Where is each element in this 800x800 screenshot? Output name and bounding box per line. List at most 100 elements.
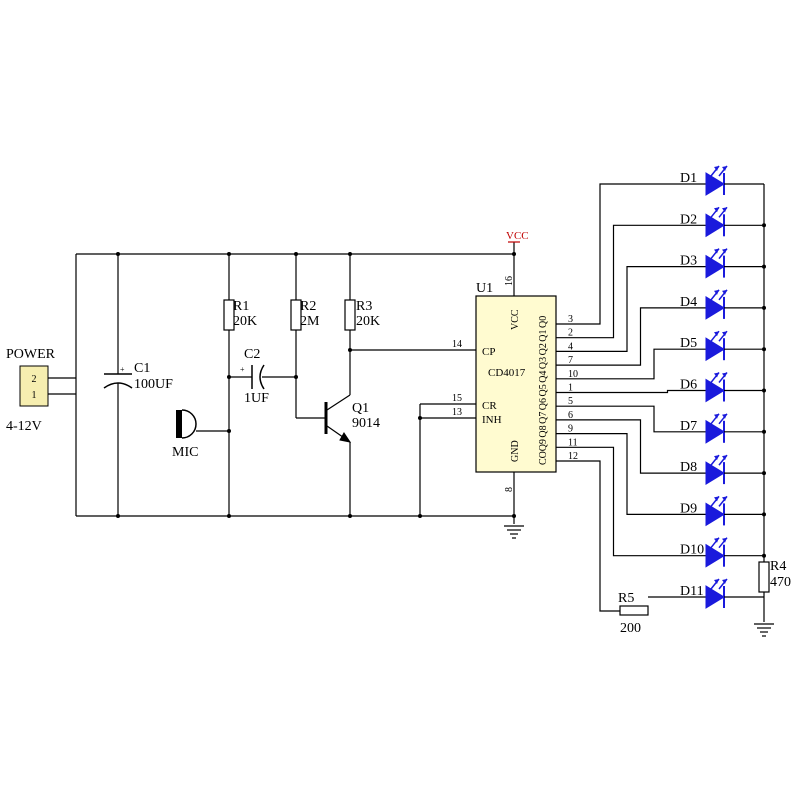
led-diode bbox=[705, 372, 728, 403]
u1-output-pin-number: 3 bbox=[568, 314, 573, 325]
u1-output-pin-number: 7 bbox=[568, 355, 573, 366]
power-range: 4-12V bbox=[6, 419, 42, 434]
r3-value: 20K bbox=[356, 314, 380, 329]
output-wire bbox=[556, 389, 706, 394]
led-diode bbox=[705, 454, 728, 485]
output-wire bbox=[556, 348, 706, 380]
c1-capacitor bbox=[103, 373, 133, 389]
output-wire bbox=[556, 446, 706, 557]
r5-value: 200 bbox=[620, 621, 641, 636]
u1-ref: U1 bbox=[476, 281, 493, 296]
power-pin-1: 1 bbox=[32, 390, 37, 401]
r1-resistor bbox=[223, 299, 235, 331]
r2-resistor bbox=[290, 299, 302, 331]
led-diode bbox=[705, 537, 728, 568]
led-diode bbox=[705, 330, 728, 362]
led-label: D7 bbox=[680, 419, 697, 434]
microphone bbox=[176, 409, 197, 439]
u1-pin-vcc: 16 bbox=[504, 276, 515, 286]
led-diode bbox=[705, 165, 728, 196]
output-wire bbox=[556, 433, 706, 516]
u1-output-label: Q7 bbox=[538, 412, 549, 424]
c1-plus: + bbox=[120, 365, 125, 374]
u1-pin-gnd: 8 bbox=[504, 487, 515, 492]
c1-ref: C1 bbox=[134, 361, 150, 376]
u1-chip bbox=[475, 295, 557, 473]
output-wire bbox=[556, 307, 706, 366]
u1-pin-cp: 14 bbox=[452, 339, 462, 350]
u1-cr-label: CR bbox=[482, 400, 497, 412]
u1-output-label: Q9 bbox=[538, 439, 549, 451]
led-label: D6 bbox=[680, 378, 697, 393]
r1-value: 20K bbox=[233, 314, 257, 329]
power-connector: 2 1 bbox=[19, 365, 49, 407]
led-label: D4 bbox=[680, 295, 697, 310]
power-pin-2: 2 bbox=[32, 374, 37, 385]
output-wire bbox=[556, 266, 706, 352]
c2-ref: C2 bbox=[244, 347, 260, 362]
output-wire bbox=[556, 419, 706, 474]
led-diode bbox=[705, 578, 728, 609]
c1-value: 100UF bbox=[134, 377, 173, 392]
u1-pin-inh: 13 bbox=[452, 407, 462, 418]
u1-output-pin-number: 2 bbox=[568, 328, 573, 339]
led-label: D9 bbox=[680, 501, 697, 516]
r3-resistor bbox=[344, 299, 356, 331]
wires bbox=[48, 184, 765, 622]
r5-resistor bbox=[619, 605, 649, 616]
u1-pin-cr: 15 bbox=[452, 393, 462, 404]
led-label: D11 bbox=[680, 584, 704, 599]
u1-part: CD4017 bbox=[488, 367, 526, 379]
led-diode bbox=[705, 495, 728, 527]
u1-output-pin-number: 11 bbox=[568, 437, 578, 448]
q1-ref: Q1 bbox=[352, 401, 369, 416]
led-diode bbox=[705, 206, 728, 238]
u1-output-label: Q2 bbox=[538, 343, 549, 355]
led-label: D3 bbox=[680, 254, 697, 269]
u1-output-label: Q8 bbox=[538, 425, 549, 437]
c2-capacitor bbox=[251, 364, 265, 390]
r1-ref: R1 bbox=[233, 299, 249, 314]
u1-output-label: Q0 bbox=[538, 316, 549, 328]
output-wire bbox=[556, 405, 706, 433]
r3-ref: R3 bbox=[356, 299, 372, 314]
r4-resistor bbox=[758, 561, 770, 593]
r2-ref: R2 bbox=[300, 299, 316, 314]
u1-output-label: Q3 bbox=[538, 357, 549, 369]
u1-output-pin-number: 4 bbox=[568, 341, 573, 352]
led-label: D1 bbox=[680, 171, 697, 186]
u1-output-pin-number: 12 bbox=[568, 451, 578, 462]
q1-transistor bbox=[324, 394, 352, 443]
c2-plus: + bbox=[240, 365, 245, 374]
u1-output-label: Q4 bbox=[538, 371, 549, 383]
output-wire bbox=[556, 224, 706, 339]
u1-cp-label: CP bbox=[482, 346, 495, 358]
r5-ref: R5 bbox=[618, 591, 634, 606]
u1-output-pin-number: 1 bbox=[568, 383, 573, 394]
led-label: D2 bbox=[680, 212, 697, 227]
r2-value: 2M bbox=[300, 314, 320, 329]
led-diode bbox=[705, 413, 728, 444]
u1-gnd-label: GND bbox=[510, 440, 521, 462]
u1-output-label: CO bbox=[538, 451, 549, 465]
u1-output-pin-number: 6 bbox=[568, 410, 573, 421]
led-diode bbox=[705, 289, 728, 320]
output-wire bbox=[556, 183, 706, 325]
u1-output-pin-number: 10 bbox=[568, 369, 578, 380]
led-label: D10 bbox=[680, 543, 704, 558]
u1-output-label: Q6 bbox=[538, 398, 549, 410]
r4-ref: R4 bbox=[770, 559, 786, 574]
junction-dots bbox=[116, 252, 516, 518]
u1-output-pin-number: 5 bbox=[568, 396, 573, 407]
ground-symbol bbox=[504, 525, 524, 539]
led-label: D8 bbox=[680, 460, 697, 475]
u1-vcc-label: VCC bbox=[510, 309, 521, 330]
u1-output-label: Q1 bbox=[538, 329, 549, 341]
output-wire bbox=[556, 460, 620, 612]
u1-output-label: Q5 bbox=[538, 384, 549, 396]
c2-value: 1UF bbox=[244, 391, 269, 406]
power-label: POWER bbox=[6, 347, 56, 362]
